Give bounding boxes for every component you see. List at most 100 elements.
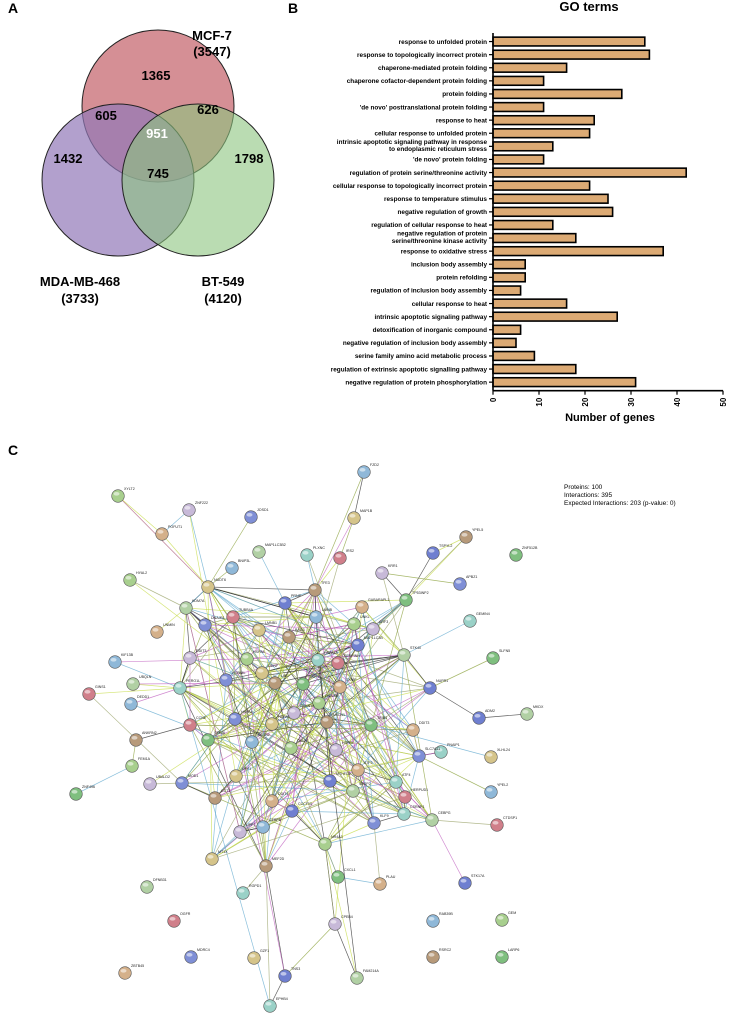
network-node-sesp2[interactable]: SESP2 — [346, 782, 371, 798]
network-node-mdrc4[interactable]: MDRC4 — [184, 948, 210, 964]
network-node-gabarapl1[interactable]: GABARAPL1 — [355, 598, 390, 614]
network-node-irs2[interactable]: IRS2 — [333, 549, 354, 565]
network-node-rsrc2[interactable]: RSRC2 — [426, 948, 451, 964]
network-node-cxcl1[interactable]: CXCL1 — [331, 868, 356, 884]
network-node-mkln1[interactable]: MKLN1 — [320, 713, 345, 729]
network-node-herpud1[interactable]: HERPUD1 — [398, 788, 428, 804]
network-node-unmin[interactable]: UNMIN — [150, 623, 175, 639]
network-node-sesn2[interactable]: SESN2 — [245, 733, 270, 749]
network-node-csrnp1[interactable]: CSRNP1 — [397, 805, 425, 821]
network-node-krr1[interactable]: KRR1 — [375, 564, 398, 580]
network-node-nupr1[interactable]: NUPR1 — [423, 679, 448, 695]
network-node-mef2d[interactable]: MEF2D — [259, 857, 285, 873]
network-node-canx[interactable]: CANX — [284, 739, 308, 755]
network-node-gdnf[interactable]: GDNF — [255, 664, 279, 680]
network-node-nr4a3[interactable]: NR4A3 — [318, 835, 343, 851]
network-node-mkdx[interactable]: MKDX — [520, 705, 544, 721]
network-node-znf496[interactable]: ZNF496 — [69, 785, 95, 801]
network-node-map1lc3b2[interactable]: MAP1LC3B2 — [252, 543, 286, 559]
network-node-ubqln[interactable]: UBQLN — [126, 675, 152, 691]
network-node-stk26[interactable]: STK26 — [201, 731, 225, 747]
network-node-pnaip1[interactable]: PNAIP1 — [434, 743, 460, 759]
network-node-trib3[interactable]: TRIB3 — [364, 716, 387, 732]
network-node-ddit3[interactable]: DDIT3 — [183, 649, 207, 665]
network-node-bnip3l[interactable]: BNIP3L — [225, 559, 251, 575]
network-node-map1b[interactable]: MAP1B — [347, 509, 373, 525]
network-node-cct1[interactable]: CCT1 — [208, 789, 231, 805]
network-node-mod1[interactable]: MOD1 — [175, 774, 199, 790]
network-node-tubb4a[interactable]: TUBB4A — [226, 608, 254, 624]
network-node-ubc[interactable]: UBC — [268, 674, 289, 690]
network-node-pero1l[interactable]: PERO1L — [173, 679, 200, 695]
network-node-hspa4[interactable]: HSPA4 — [228, 710, 253, 726]
network-node-ypel5[interactable]: YPEL5 — [459, 528, 484, 544]
network-node-atf3[interactable]: ATF3 — [351, 761, 373, 777]
network-node-cebpb[interactable]: CEBPB — [256, 818, 282, 834]
network-node-ubald2[interactable]: UBALD2 — [143, 775, 170, 791]
network-node-nudt6[interactable]: NUDT6 — [201, 578, 226, 594]
network-node-ypel2[interactable]: YPEL2 — [484, 783, 509, 799]
network-node-xylt2[interactable]: XYLT2 — [111, 487, 135, 503]
network-node-rab39b[interactable]: RAB39B — [426, 912, 454, 928]
network-node-adm2[interactable]: ADM2 — [472, 709, 495, 725]
network-node-hspa8[interactable]: HSPA8 — [240, 650, 265, 666]
network-node-mt1x[interactable]: MT1X — [205, 850, 228, 866]
network-node-slfn5[interactable]: SLFN5 — [486, 649, 510, 665]
network-node-kif13b[interactable]: KIF13B — [108, 653, 134, 669]
network-node-josd1[interactable]: JOSD1 — [244, 508, 269, 524]
network-node-dnajb9[interactable]: DNAJB9 — [312, 694, 339, 710]
network-node-lmnb1[interactable]: LMNB1 — [252, 621, 277, 637]
network-node-xlhl24[interactable]: XLHL24 — [484, 748, 510, 764]
network-node-dfnb31[interactable]: DFNB31 — [140, 878, 167, 894]
network-node-bag3[interactable]: BAG3 — [282, 628, 305, 644]
network-node-tspyl2[interactable]: TSPYL2 — [426, 544, 453, 560]
network-node-ephb4[interactable]: EPHB4 — [263, 997, 288, 1013]
network-node-serpinh[interactable]: SERPINH — [331, 654, 361, 670]
network-node-gemin4[interactable]: GEMIN4 — [463, 612, 490, 628]
network-node-arf3[interactable]: ARF3 — [366, 620, 388, 636]
network-node-hsph1[interactable]: HSPH1 — [296, 675, 321, 691]
network-node-fzd2[interactable]: FZD2 — [357, 463, 379, 479]
network-node-plau[interactable]: PLAU — [373, 875, 396, 891]
network-node-cpeb4[interactable]: CPEB4 — [328, 915, 353, 931]
network-node-dnajb1[interactable]: DNAJB1 — [198, 616, 225, 632]
network-node-fem1a[interactable]: FEM1A — [125, 757, 151, 773]
network-node-rgpd1[interactable]: RGPD1 — [236, 884, 262, 900]
network-node-cebpg[interactable]: CEBPG — [425, 811, 451, 827]
network-node-mthfd2[interactable]: MTHFD2 — [323, 772, 351, 788]
network-node-gins1[interactable]: GINS1 — [82, 685, 106, 701]
network-node-znf512b[interactable]: ZNF512B — [509, 546, 538, 562]
network-node-apbz1[interactable]: APBZ1 — [453, 575, 478, 591]
network-node-kdm7a[interactable]: KDM7A — [179, 599, 205, 615]
network-node-hspa1a[interactable]: HSPA1A — [311, 651, 339, 667]
network-node-tfe3[interactable]: TFE3 — [308, 581, 330, 597]
network-node-ddit4[interactable]: DDIT4 — [265, 792, 289, 808]
network-node-klf9[interactable]: KLF9 — [367, 814, 389, 830]
network-node-stk17a[interactable]: STK17A — [458, 874, 485, 890]
network-node-ankrn2[interactable]: ANKRN2 — [129, 731, 157, 747]
network-node-cccf15[interactable]: CCCF15 — [285, 802, 312, 818]
network-node-hspa4l[interactable]: HSPA4L — [219, 671, 246, 687]
network-node-cdkn1a[interactable]: CDKN1A — [287, 704, 315, 720]
network-node-fam214a[interactable]: FAM214A — [350, 969, 380, 985]
network-node-pofut1[interactable]: POFUT1 — [155, 525, 182, 541]
network-node-upp1[interactable]: UPP1 — [233, 823, 256, 839]
network-node-slc7a11[interactable]: SLC7A11 — [412, 747, 440, 763]
network-node-gem[interactable]: GEM — [495, 911, 516, 927]
network-node-prnp[interactable]: PRNP — [278, 594, 302, 610]
network-node-txnip[interactable]: TXNIP — [333, 678, 357, 694]
network-node-upf1[interactable]: UPF1 — [229, 767, 251, 783]
network-node-ctdsp1[interactable]: CTDSP1 — [490, 816, 517, 832]
network-node-lmnb[interactable]: LMNB — [309, 608, 333, 624]
network-node-larp6[interactable]: LARP6 — [495, 948, 520, 964]
network-node-ccne[interactable]: CCNE — [183, 716, 207, 732]
network-node-hspb1[interactable]: HSPB1 — [329, 741, 354, 757]
network-node-map1lc3b[interactable]: MAP1LC3B — [351, 636, 384, 652]
network-node-atf4[interactable]: ATF4 — [389, 773, 411, 789]
network-node-plxnc[interactable]: PLXNC — [300, 546, 326, 562]
network-node-tns3[interactable]: TNS3 — [278, 967, 300, 983]
network-node-dedd1[interactable]: DEDD1 — [124, 695, 149, 711]
network-node-znf222[interactable]: ZNF222 — [182, 501, 208, 517]
network-node-unkl[interactable]: UNKL — [347, 615, 370, 631]
network-node-zbtb45[interactable]: ZBTB45 — [118, 964, 144, 980]
